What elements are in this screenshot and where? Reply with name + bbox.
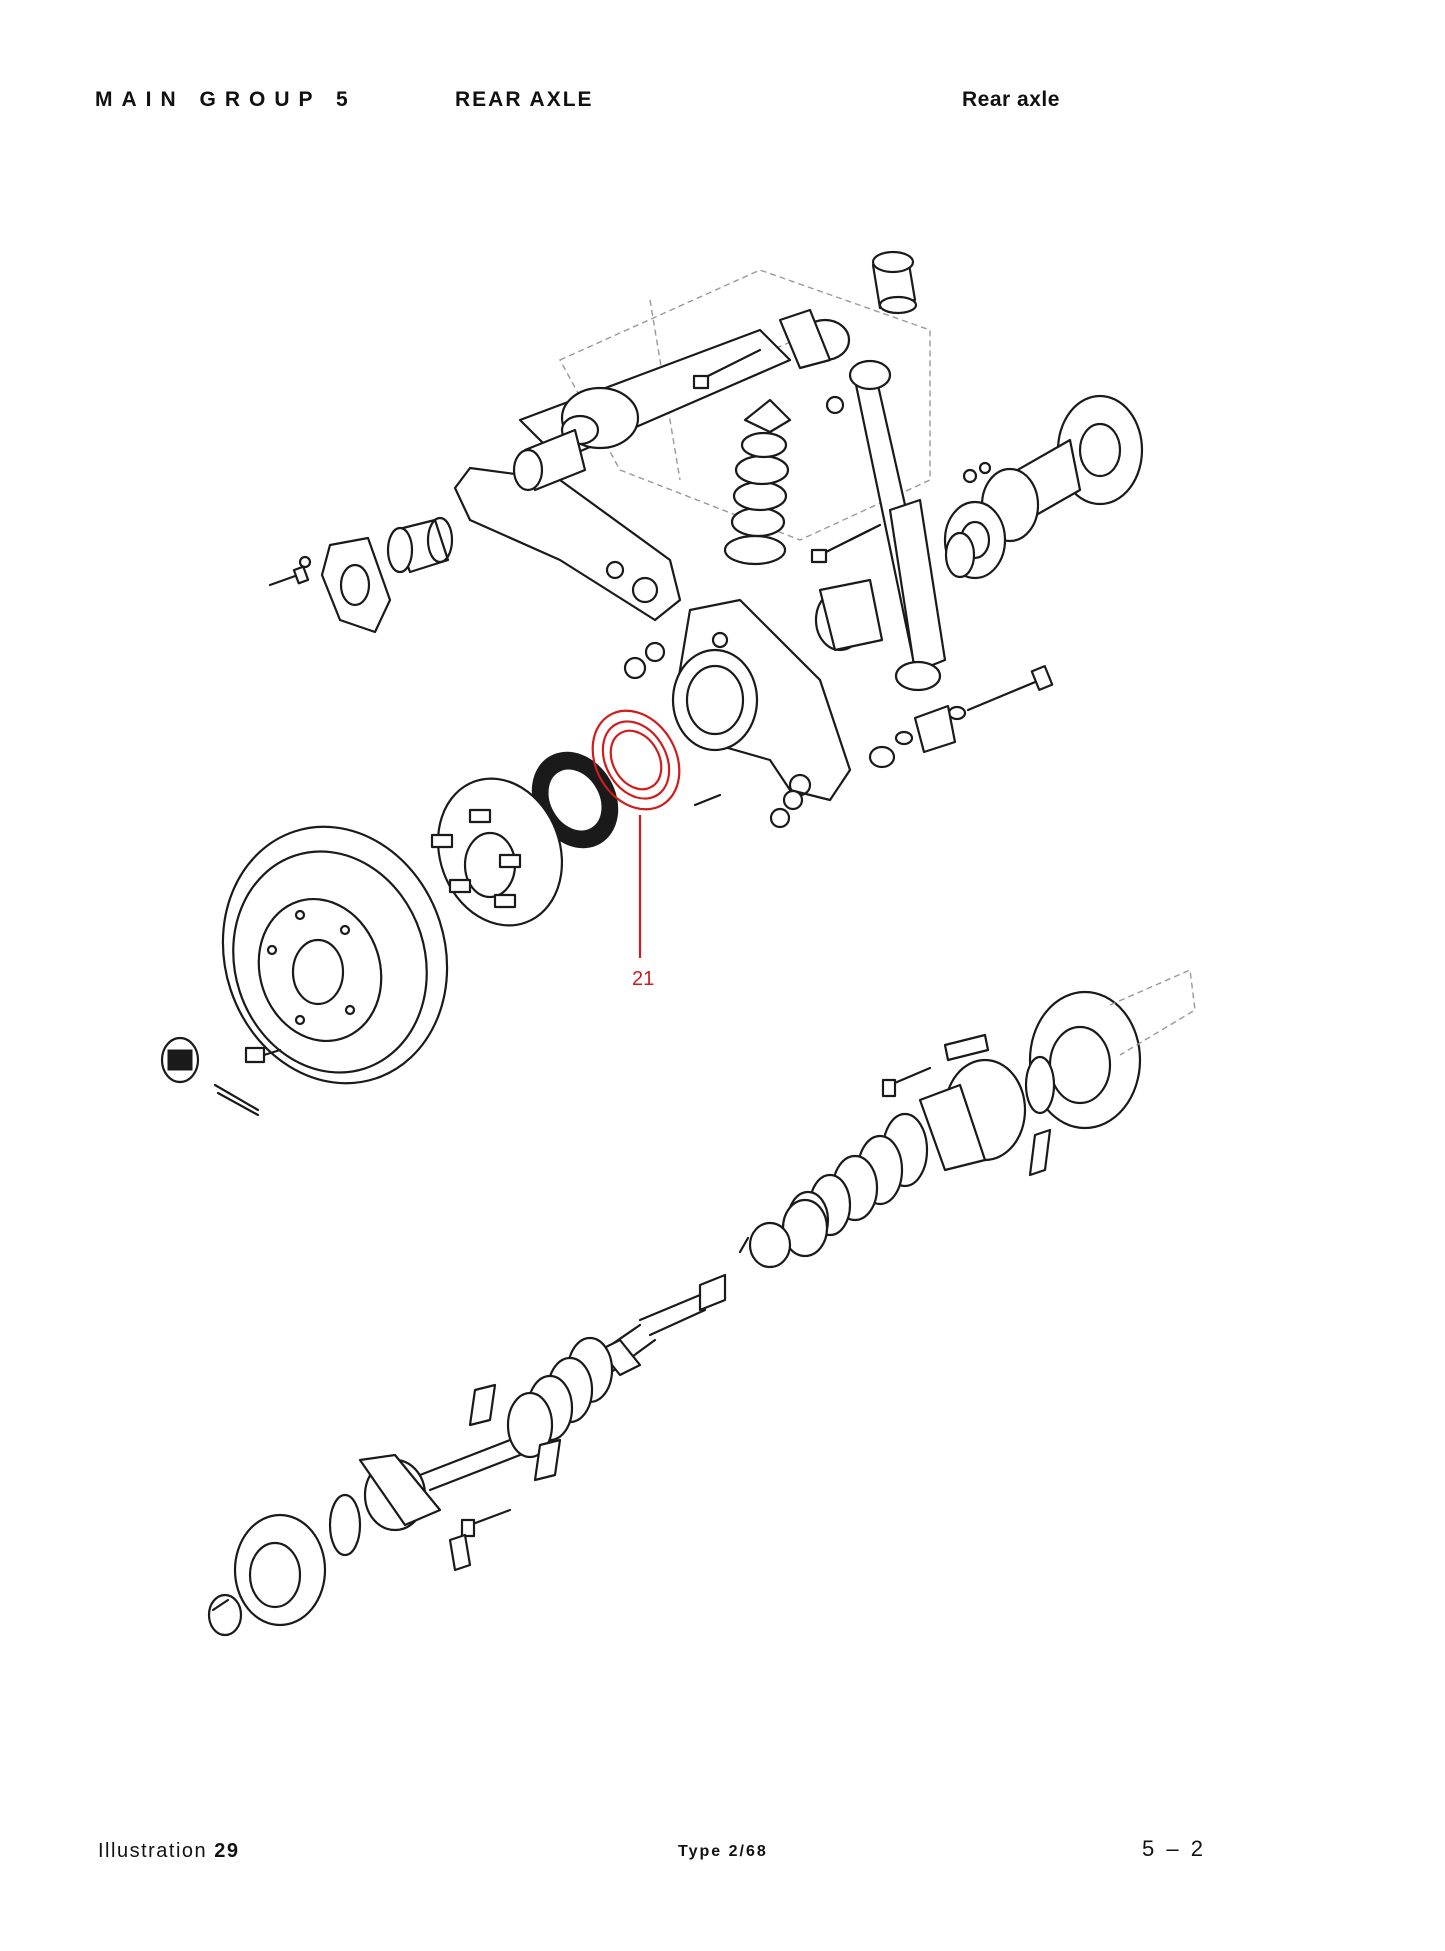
outer-cv-joint [1024, 968, 1196, 1130]
trailing-arm [453, 328, 792, 622]
page-number: 5 – 2 [1142, 1836, 1206, 1861]
cv-joint-housing [918, 1058, 1052, 1177]
cv-bolts-top [881, 1033, 990, 1098]
cv-boot-inner [468, 1336, 614, 1482]
pivot-bushing [386, 516, 454, 574]
inner-cv-joint [207, 1513, 327, 1637]
cotter-pin [213, 1083, 260, 1117]
subsection-heading: Rear axle [962, 88, 1060, 111]
illustration-word: Illustration [98, 1840, 208, 1862]
type-label: Type 2/68 [678, 1843, 768, 1860]
illustration-label: Illustration 29 [98, 1840, 239, 1863]
section-heading: REAR AXLE [455, 88, 594, 111]
main-group-heading: MAIN GROUP 5 [95, 88, 357, 111]
brake-drum [221, 825, 449, 1085]
bump-stop [723, 398, 792, 566]
bearing-housing [671, 598, 852, 802]
rear-arm-bolt [868, 665, 1054, 769]
cover-plate [320, 536, 392, 634]
inner-shaft [328, 1438, 522, 1557]
illustration-number: 29 [214, 1840, 240, 1862]
drive-flange [943, 394, 1144, 580]
bolt-upper-left [268, 555, 312, 587]
ball-bearing-21 [591, 709, 681, 958]
shock-absorber [848, 250, 947, 692]
cv-boot-outer [781, 1112, 929, 1258]
callout-21: 21 [632, 968, 655, 990]
lower-bolts [448, 1508, 512, 1572]
shock-mount [778, 308, 851, 415]
wheel-hub [430, 777, 564, 927]
castle-nut [160, 1036, 282, 1084]
boot-clamp [738, 1221, 792, 1269]
small-nuts [623, 641, 804, 829]
upper-bolts [692, 348, 882, 564]
pivot-bush-lower [814, 578, 884, 652]
